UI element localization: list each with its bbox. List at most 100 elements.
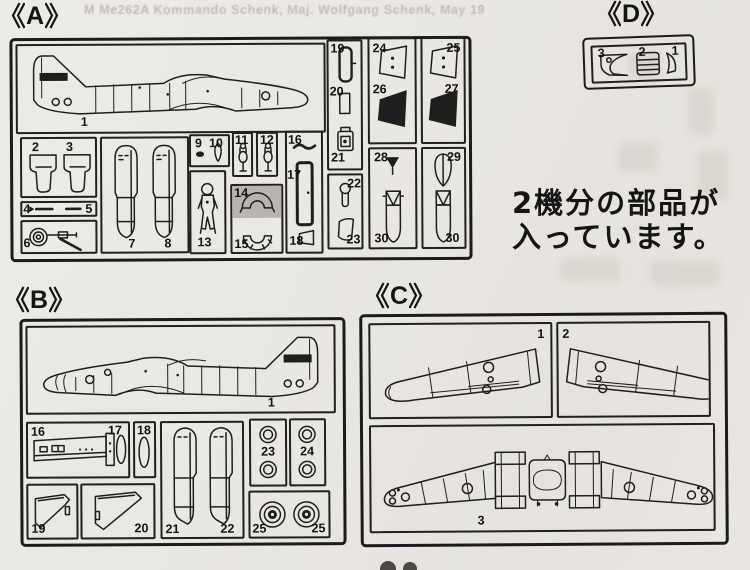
parts-box-b-23: 23 — [248, 418, 288, 487]
part-number: 17 — [287, 167, 302, 182]
page-edge-dot — [403, 562, 417, 570]
part-number: 4 — [23, 202, 31, 217]
part-number: 24 — [372, 41, 387, 56]
nacelle-halves-drawing — [173, 426, 234, 525]
bleedthrough-blob — [688, 88, 714, 134]
wheel-parts-drawing — [259, 501, 320, 528]
bleedthrough-blob — [698, 150, 728, 200]
part-number: 1 — [267, 395, 275, 410]
part-number: 18 — [289, 233, 304, 248]
section-d-label: D — [606, 0, 656, 27]
double-angle-bracket-open-icon — [15, 286, 29, 313]
hatch-parts-drawing — [377, 45, 408, 128]
bleedthrough-blob — [560, 258, 620, 282]
part-number: 26 — [372, 82, 387, 97]
gear-leg-drawing — [263, 142, 273, 172]
parts-box-a-12: 12 — [255, 131, 279, 177]
small-parts-drawing — [337, 182, 355, 241]
double-angle-bracket-close-icon — [409, 282, 423, 309]
part-number: 19 — [31, 521, 46, 536]
parts-box-b-1: 1 — [25, 324, 336, 415]
ring-half-parts-drawing — [239, 192, 276, 251]
parts-box-a-9-10: 9 10 — [188, 134, 231, 168]
fuselage-half-drawing — [32, 55, 309, 115]
part-number: 11 — [234, 132, 249, 148]
section-c-label: C — [374, 282, 424, 309]
parts-box-a-13: 13 — [189, 170, 227, 255]
section-letter: C — [390, 281, 409, 310]
part-number: 25 — [311, 521, 326, 536]
part-number: 1 — [537, 326, 545, 342]
parts-box-a-2-3: 2 3 — [19, 136, 98, 199]
part-number: 29 — [447, 149, 461, 164]
cone-bomb-parts-drawing — [434, 153, 452, 243]
part-number: 12 — [259, 132, 274, 147]
parts-box-b-24: 24 — [288, 418, 327, 487]
wheel-strut-drawing — [29, 227, 82, 252]
parts-box-a-14-15: 14 15 — [230, 183, 284, 255]
section-letter: A — [26, 1, 45, 30]
part-number: 1 — [80, 114, 88, 129]
parts-box-c-2: 2 — [556, 320, 711, 418]
part-number: 3 — [477, 513, 485, 528]
hatch-parts-drawing — [428, 45, 459, 127]
parts-box-a-7-8: 7 8 — [99, 136, 190, 254]
part-number: 23 — [346, 232, 361, 247]
parts-box-a-6: 6 — [20, 219, 98, 255]
parts-box-a-16-17-18: 16 17 18 — [284, 130, 324, 254]
double-angle-bracket-open-icon — [607, 0, 621, 27]
part-number: 22 — [220, 521, 235, 536]
small-parts-drawing — [337, 46, 357, 152]
part-number: 2 — [562, 326, 570, 341]
part-number: 2 — [31, 140, 39, 155]
nacelle-halves-drawing — [114, 144, 177, 239]
part-number: 24 — [300, 444, 315, 459]
note-text-line1: 2機分の部品が — [512, 186, 721, 220]
parts-box-b-25: 25 25 — [248, 490, 331, 539]
part-number: 25 — [252, 521, 267, 536]
parts-box-c-1: 1 — [368, 321, 553, 420]
parts-box-b-21-22: 21 22 — [159, 420, 245, 540]
double-angle-bracket-close-icon — [641, 0, 655, 27]
double-angle-bracket-close-icon — [49, 286, 63, 313]
part-number: 28 — [374, 150, 388, 165]
part-number: 25 — [446, 40, 461, 55]
double-angle-bracket-close-icon — [45, 2, 59, 29]
page-edge-dot — [380, 561, 396, 570]
part-number: 15 — [234, 236, 249, 252]
part-number: 8 — [164, 236, 172, 251]
part-number: 16 — [287, 132, 302, 147]
part-number: 9 — [194, 136, 202, 151]
wing-lower-drawing — [383, 450, 714, 510]
rod-parts-drawing — [29, 206, 82, 213]
parts-box-a-25-27: 25 27 — [420, 36, 466, 145]
stabilizer-drawing — [94, 491, 143, 531]
part-number: 1 — [671, 43, 679, 58]
sprue-d-frame: 3 2 1 — [582, 34, 696, 90]
section-letter: B — [30, 285, 49, 314]
part-number: 3 — [597, 46, 605, 61]
part-number: 18 — [136, 423, 151, 438]
part-number: 30 — [374, 231, 389, 246]
section-letter: D — [622, 0, 641, 28]
double-angle-bracket-open-icon — [375, 282, 389, 309]
parts-box-a-11: 11 — [231, 131, 254, 178]
note-text-line2: 入っています。 — [512, 220, 725, 254]
canopy-parts-drawing — [599, 51, 677, 77]
parts-box-b-18: 18 — [132, 421, 157, 479]
part-number: 6 — [23, 236, 31, 251]
blade-part-drawing — [138, 436, 150, 468]
part-number: 19 — [330, 41, 345, 56]
wing-upper-drawing — [565, 348, 709, 400]
part-number: 10 — [208, 136, 223, 151]
gear-leg-drawing — [238, 142, 248, 172]
stabilizer-drawing — [34, 493, 71, 529]
fuselage-half-drawing — [43, 336, 319, 398]
small-parts-drawing — [196, 142, 222, 162]
ring-parts-drawing — [259, 425, 277, 479]
parts-box-a-22-23: 22 23 — [327, 173, 364, 250]
parts-box-d-clear: 3 2 1 — [590, 42, 688, 84]
part-number: 5 — [85, 201, 93, 216]
sprue-b-frame: 1 16 17 18 19 — [19, 317, 347, 547]
